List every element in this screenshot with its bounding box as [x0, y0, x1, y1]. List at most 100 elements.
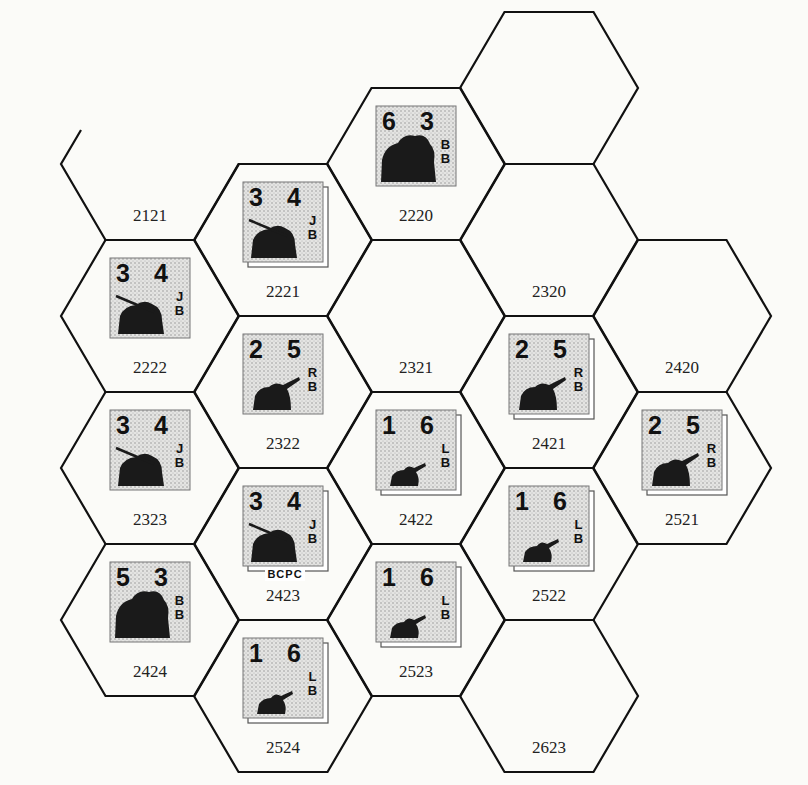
unit-code: LB: [439, 594, 452, 621]
attack-factor: 2: [515, 337, 529, 362]
hex-cell: 2524 16LB: [194, 620, 372, 772]
hex-edge: [61, 544, 239, 696]
attack-factor: 6: [382, 109, 396, 134]
hex-number: 2424: [133, 663, 167, 681]
unit-code: RB: [306, 366, 319, 393]
hex-cell: 2623: [460, 620, 638, 772]
hex-number: 2322: [266, 435, 300, 453]
counter-face: [509, 334, 589, 414]
unit-code: BB: [439, 138, 452, 165]
defense-factor: 4: [154, 413, 168, 438]
hex-edge: [460, 468, 638, 620]
defense-factor: 6: [420, 565, 434, 590]
hex-cell: 242334JBBCPC: [194, 468, 372, 620]
counter-face: [110, 562, 190, 642]
defense-factor: 6: [287, 641, 301, 666]
rifle-symbol: [249, 524, 287, 540]
unit-code: BB: [173, 594, 186, 621]
unit-counter: 25RB: [509, 334, 589, 414]
unit-counter: 16LB: [509, 486, 589, 566]
hex-number: 2423: [266, 587, 300, 605]
unit-code: LB: [572, 518, 585, 545]
marker-label: BCPC: [265, 568, 304, 581]
unit-silhouette: [390, 463, 426, 486]
hex-cell: 222134JB: [194, 164, 372, 316]
hex-number: 2222: [133, 359, 167, 377]
counter-face: [110, 258, 190, 338]
hex-number: 2121: [133, 207, 167, 225]
counter-face: [243, 334, 323, 414]
hex-cell: 2220 63BB: [327, 88, 505, 240]
unit-code: JB: [173, 442, 186, 469]
hex-cell: 2322 25RB: [194, 316, 372, 468]
hex-number: 2323: [133, 511, 167, 529]
hex-edge: [327, 544, 505, 696]
defense-factor: 5: [287, 337, 301, 362]
defense-factor: 6: [420, 413, 434, 438]
counter-face: [110, 410, 190, 490]
unit-counter: 16LB: [243, 638, 323, 718]
hex-cell: 2121: [61, 88, 239, 240]
unit-silhouette: [253, 377, 300, 410]
hex-edge: [61, 392, 239, 544]
defense-factor: 4: [287, 185, 301, 210]
counter-face: [376, 106, 456, 186]
unit-code: RB: [572, 366, 585, 393]
defense-factor: 3: [154, 565, 168, 590]
attack-factor: 2: [648, 413, 662, 438]
unit-counter: 63BB: [376, 106, 456, 186]
hex-cell: 2222 34JB: [61, 240, 239, 392]
hex-cell: 2422 16LB: [327, 392, 505, 544]
counter-face: [243, 638, 323, 718]
attack-factor: 1: [382, 565, 396, 590]
unit-code: LB: [439, 442, 452, 469]
unit-code: JB: [306, 518, 319, 545]
unit-code: LB: [306, 670, 319, 697]
hex-edge: [194, 164, 372, 316]
attack-factor: 1: [382, 413, 396, 438]
unit-code: JB: [306, 214, 319, 241]
unit-code: JB: [173, 290, 186, 317]
hex-edge: [460, 620, 638, 772]
hex-cell: 2424 53BB: [61, 544, 239, 696]
counter-face: [642, 410, 722, 490]
unit-counter: 16LB: [376, 410, 456, 490]
unit-counter: 34JB: [243, 182, 323, 262]
hex-number: 2523: [399, 663, 433, 681]
hex-edge: [460, 164, 638, 316]
unit-silhouette: [257, 691, 293, 714]
attack-factor: 3: [116, 413, 130, 438]
hex-number: 2524: [266, 739, 300, 757]
unit-silhouette: [523, 539, 559, 562]
hex-number: 2521: [665, 511, 699, 529]
hex-edge: [327, 88, 505, 240]
hex-cell: 252216LB: [460, 468, 638, 620]
hex-edge: [593, 240, 771, 392]
hex-number: 2220: [399, 207, 433, 225]
hex-cell: 2521 25RB: [593, 392, 771, 544]
hex-cell: 2323 34JB: [61, 392, 239, 544]
hex-cell: 2321: [327, 240, 505, 392]
unit-counter: 16LB: [376, 562, 456, 642]
unit-counter: 25RB: [642, 410, 722, 490]
hex-number: 2422: [399, 511, 433, 529]
defense-factor: 5: [686, 413, 700, 438]
counter-face: [376, 562, 456, 642]
hex-edge: [593, 392, 771, 544]
hex-edge: [194, 468, 372, 620]
counter-face: [243, 182, 323, 262]
attack-factor: 1: [249, 641, 263, 666]
counter-face: [376, 410, 456, 490]
attack-factor: 2: [249, 337, 263, 362]
hex-edge: [61, 240, 239, 392]
hex-number: 2321: [399, 359, 433, 377]
attack-factor: 3: [249, 185, 263, 210]
hex-edge: [194, 316, 372, 468]
unit-counter: 25RB: [243, 334, 323, 414]
unit-counter: 53BB: [110, 562, 190, 642]
unit-counter: 34JB: [110, 258, 190, 338]
defense-factor: 5: [553, 337, 567, 362]
hex-number: 2320: [532, 283, 566, 301]
unit-code: RB: [705, 442, 718, 469]
counter-face: [509, 486, 589, 566]
